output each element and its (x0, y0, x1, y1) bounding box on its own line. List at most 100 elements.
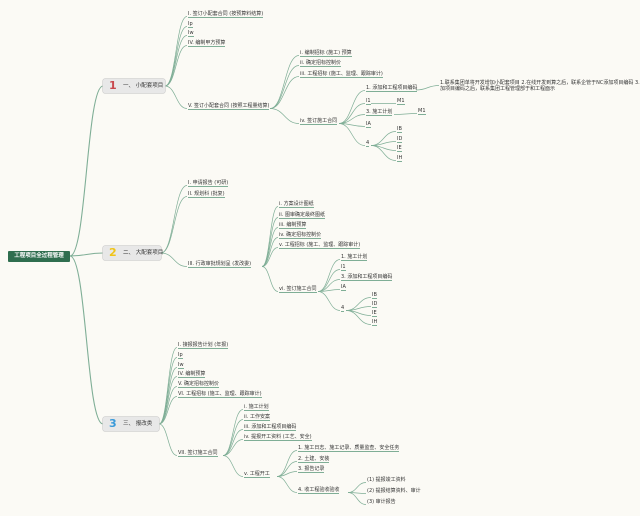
mindmap-node[interactable]: 4. 收工程验收验收 (298, 486, 340, 494)
mindmap-node[interactable]: i. 施工计划 (244, 403, 269, 411)
mindmap-node[interactable]: (3) 审计报告 (367, 498, 396, 505)
connector-line (158, 386, 178, 425)
mindmap-node[interactable]: iv. 提报开工资料 (工艺、安全) (244, 433, 312, 441)
branch-1-box[interactable]: 1 一、 小配套项目 (103, 79, 165, 93)
connector-line (160, 196, 188, 254)
branch-title: 一、 小配套项目 (123, 83, 164, 89)
connector-line (222, 419, 244, 456)
mindmap-node[interactable]: iv. 确定招标控制价 (279, 231, 322, 239)
mindmap-node[interactable]: 4 (341, 304, 345, 312)
connector-line (269, 55, 300, 109)
mindmap-node[interactable]: V. 签订小配套合同 (按照工程量结算) (188, 102, 270, 110)
mindmap-node[interactable]: (1) 提报竣工资料 (367, 476, 406, 483)
connector-line (164, 85, 188, 109)
mindmap-node[interactable]: ID (372, 300, 378, 308)
mindmap-node[interactable]: 1. 施工计划 (341, 253, 368, 261)
connector-line (261, 247, 279, 267)
connector-line (222, 439, 244, 456)
connector-line (160, 252, 188, 267)
branch-number-badge: 2 (109, 246, 117, 259)
mindmap-node[interactable]: l1 (341, 263, 346, 271)
mindmap-node[interactable]: ID (397, 135, 403, 143)
connector-line (338, 123, 366, 146)
connector-line (158, 367, 178, 425)
connector-line (338, 90, 366, 124)
connector-line (164, 35, 188, 87)
mindmap-node[interactable]: ii. 确定招标控制价 (300, 59, 341, 67)
mindmap-node[interactable]: 3. 添加和工程项目编码 (341, 273, 393, 281)
branch-2-box[interactable]: 2 二、 大配套项目 (103, 246, 164, 260)
mindmap-node[interactable]: ii. 图审确定最终图纸 (279, 211, 325, 219)
mindmap-node[interactable]: Iw (178, 361, 184, 369)
connector-line (347, 482, 367, 493)
mindmap-node[interactable]: IE (372, 309, 377, 317)
mindmap-node[interactable]: IB (397, 125, 402, 133)
mindmap-node[interactable]: 1. 添加和工程项目编码 (366, 84, 418, 92)
mindmap-node[interactable]: v. 工程招标 (施工、监理、跟踪审计) (279, 241, 361, 249)
mindmap-node[interactable]: M1 (397, 97, 405, 105)
mindmap-node[interactable]: iii. 编制预算 (279, 221, 307, 229)
mindmap-node[interactable]: IE (397, 144, 402, 152)
connector-line (317, 289, 341, 292)
mindmap-node[interactable]: vi. 签订施工合同 (279, 285, 317, 293)
connector-line (276, 450, 298, 477)
connector-line (276, 471, 298, 477)
mindmap-node[interactable]: iv. 签订施工合同 (300, 117, 338, 125)
mindmap-node[interactable]: IA (341, 283, 346, 291)
connector-line (158, 347, 178, 425)
connector-line (222, 429, 244, 456)
connector-line (160, 185, 188, 254)
mindmap-node[interactable]: iii. 工程招标 (施工、监理、跟踪审计) (300, 70, 383, 78)
mindmap-node[interactable]: 1. 施工日志、施工记录、质量监查、安全任务 (298, 444, 400, 452)
mindmap-node[interactable]: i. 编制招标 (施工) 预算 (300, 49, 352, 57)
connector-line (69, 252, 104, 257)
mindmap-node[interactable]: II. 规划科 (批复) (188, 190, 225, 198)
mindmap-node[interactable]: IA (366, 120, 371, 128)
mindmap-node[interactable]: IH (397, 154, 403, 162)
mindmap-node[interactable]: 2. 土建、安装 (298, 455, 330, 463)
mindmap-node[interactable]: Iw (188, 29, 194, 37)
mindmap-node[interactable]: ii. 工作安案 (244, 413, 270, 421)
mindmap-node[interactable]: l1 (366, 97, 371, 105)
mindmap-node[interactable]: IV. 编制甲方预算 (188, 39, 226, 47)
connector-line (276, 476, 298, 493)
mindmap-node[interactable]: V. 确定招标控制价 (178, 380, 219, 388)
root-node[interactable]: 工程项目全过程管理 (8, 251, 70, 262)
mindmap-node[interactable]: 3. 报告记录 (298, 465, 325, 473)
mindmap-node[interactable]: VI. 工程招标 (施工、监理、跟踪审计) (178, 390, 262, 398)
mindmap-node[interactable]: M1 (418, 107, 426, 115)
connector-line (164, 26, 188, 87)
mindmap-node[interactable]: iii. 添加和工程项目编码 (244, 423, 297, 431)
mindmap-node[interactable]: IH (372, 318, 378, 326)
mindmap-node[interactable]: Ip (178, 351, 183, 359)
connector-line (158, 357, 178, 425)
mindmap-node[interactable]: i. 方案设计图纸 (279, 200, 314, 208)
mindmap-node[interactable]: (2) 提报结算资料、审计 (367, 487, 421, 494)
connector-line (269, 65, 300, 109)
connector-line (261, 266, 279, 292)
mindmap-node[interactable]: III. 行政审批规划呈 (发改委) (188, 260, 252, 268)
connector-line (269, 108, 300, 124)
mindmap-node[interactable]: v. 工程开工 (244, 470, 270, 478)
connector-line (261, 227, 279, 267)
connector-line (164, 45, 188, 87)
branch-number-badge: 1 (109, 79, 117, 92)
mindmap-node[interactable]: IV. 编制预算 (178, 370, 206, 378)
branch-title: 三、 报改类 (123, 421, 153, 427)
connector-line (370, 145, 397, 161)
connector-line (261, 217, 279, 267)
connector-line (393, 113, 418, 115)
mindmap-node[interactable]: VII. 签订施工合同 (178, 449, 218, 457)
mindmap-node[interactable]: Ip (188, 20, 193, 28)
mindmap-node[interactable]: I. 接报报告计划 (年报) (178, 341, 229, 349)
mindmap-node[interactable]: I. 签订小配套合同 (按预算料结算) (188, 10, 264, 18)
connector-line (345, 310, 372, 325)
mindmap-node[interactable]: I. 申请报告 (可研) (188, 179, 229, 187)
mindmap-node[interactable]: IB (372, 291, 377, 299)
branch-title: 二、 大配套项目 (123, 250, 164, 256)
mindmap-node[interactable]: 3. 施工计划 (366, 108, 393, 116)
note-text[interactable]: 1.联系集团单将开发增加小配套项目 2.在线开发到算之后，联系企管于NC添加项目… (440, 79, 640, 93)
mindmap-node[interactable]: 4 (366, 139, 370, 147)
